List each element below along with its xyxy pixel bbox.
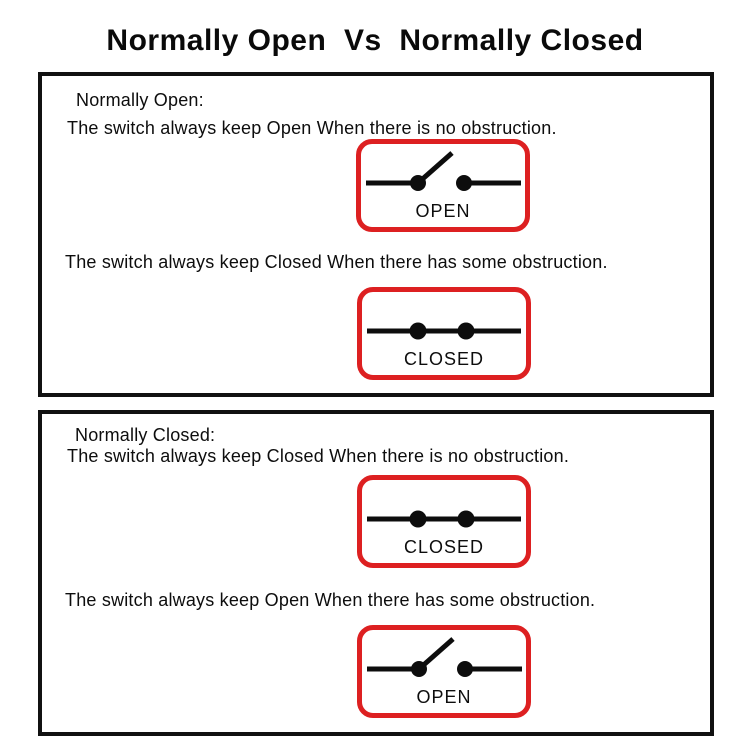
panel-normally-closed: Normally Closed: The switch always keep … [38,410,714,736]
description-line: The switch always keep Open When there i… [67,118,557,138]
page-title: Normally Open Vs Normally Closed [106,24,644,57]
switch-state-box-closed: CLOSED [357,475,531,568]
description-line: The switch always keep Closed When there… [65,252,608,272]
switch-state-label: CLOSED [403,349,485,369]
closed-switch-icon [367,322,521,340]
open-switch-icon [366,151,521,191]
switch-state-box-open: OPEN [357,625,531,718]
switch-state-label: CLOSED [403,537,485,557]
panel-heading: Normally Open: [76,90,204,110]
panel-heading: Normally Closed: [75,425,216,445]
description-line: The switch always keep Closed When there… [67,446,570,466]
switch-state-label: OPEN [415,201,471,221]
panel-normally-open: Normally Open: The switch always keep Op… [38,72,714,397]
description-line: The switch always keep Open When there h… [65,590,596,610]
closed-switch-icon [367,510,521,528]
switch-state-label: OPEN [416,687,472,707]
open-switch-icon [367,637,522,677]
switch-state-box-open: OPEN [356,139,530,232]
switch-state-box-closed: CLOSED [357,287,531,380]
